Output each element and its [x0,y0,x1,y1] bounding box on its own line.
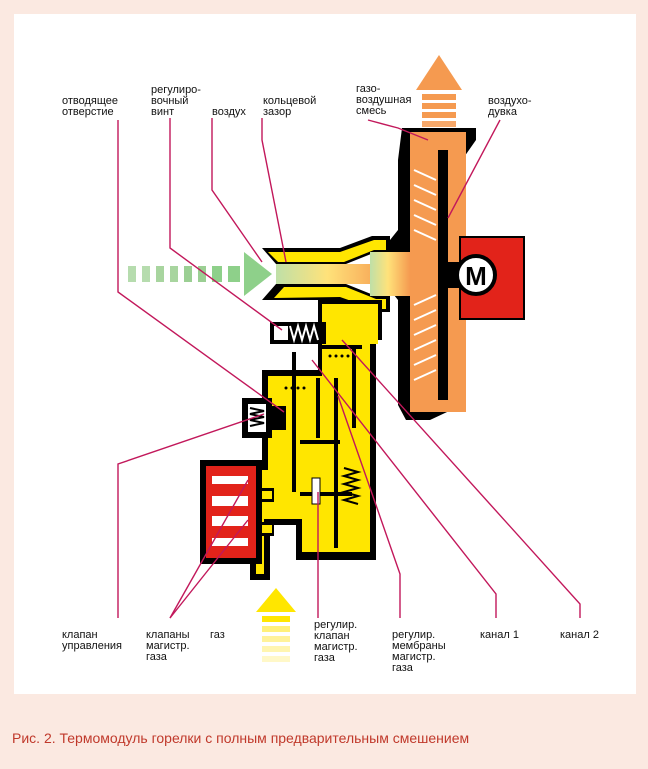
label-air: воздух [212,106,246,118]
leader-main-valves-2 [169,519,249,619]
label-main-gas-valves: клапаны магистр. газа [146,629,190,663]
leader-blower [447,119,501,219]
leader-mix [367,119,429,141]
valve-body [250,300,382,580]
leader-lines [117,118,581,619]
label-blower: воздухо- дувка [488,95,532,118]
label-adjust-screw: регулиро- вочный винт [151,84,201,118]
leader-channel-2 [341,339,581,618]
label-main-gas-reg-membrane: регулир. мембраны магистр. газа [392,629,446,674]
gas-inflow-arrow [256,588,296,662]
figure-caption: Рис. 2. Термомодуль горелки с полным пре… [12,730,470,746]
burner-diagram: M [117,55,581,662]
control-valve [242,398,286,438]
adjustment-screw [270,322,326,344]
label-channel-2: канал 2 [560,629,599,641]
air-inflow-arrow [128,252,272,296]
leader-air [211,118,263,263]
label-control-valve: клапан управления [62,629,122,652]
motor-symbol: M [465,261,487,291]
blower-fins [413,169,437,381]
label-main-gas-reg-valve: регулир. клапан магистр. газа [314,619,358,664]
label-outlet-hole: отводящее отверстие [62,95,119,118]
leader-channel-1 [311,359,497,618]
mixture-outflow-arrow [416,55,462,127]
blower-motor: M [455,236,525,320]
leader-ring-gap [261,118,287,263]
leader-control-valve [117,413,265,618]
regulator-spring [340,467,362,505]
leader-main-valves-1 [169,479,249,619]
leader-reg-membrane [337,395,401,618]
label-ring-gap: кольцевой зазор [263,95,317,118]
leader-outlet-hole [117,120,285,413]
label-gas: газ [210,629,225,641]
label-channel-1: канал 1 [480,629,519,641]
diaphragm-dots [284,354,350,390]
leader-adjust-screw [169,118,283,331]
label-gas-air-mix: газо- воздушная смесь [356,83,412,117]
